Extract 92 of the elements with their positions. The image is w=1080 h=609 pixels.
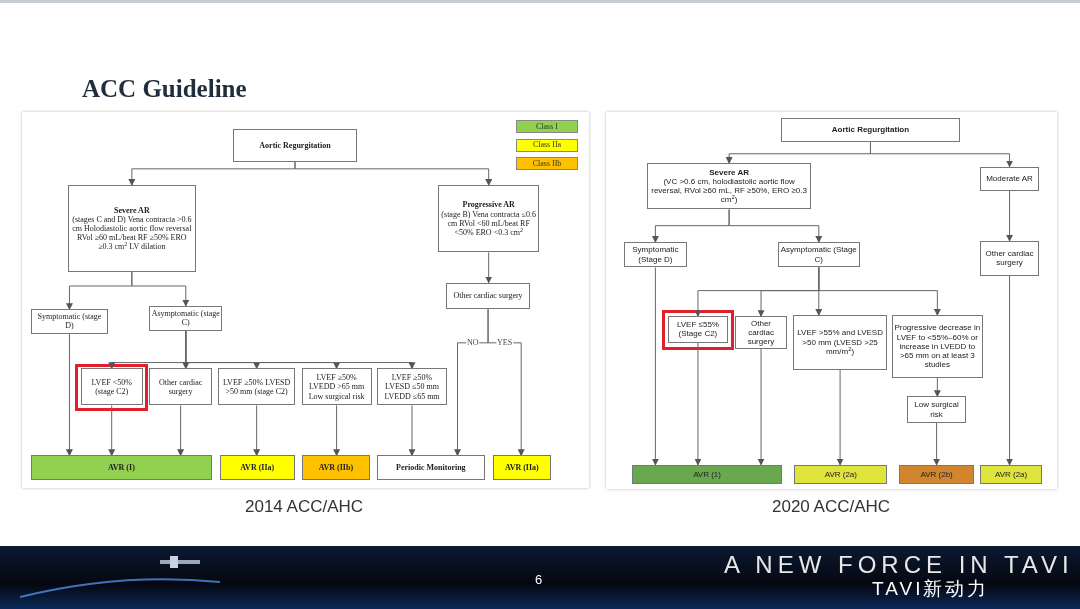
box-text: AVR (2a) xyxy=(824,469,857,480)
slogan-text: A NEW FORCE IN TAVI xyxy=(724,551,1074,579)
process-box xyxy=(301,368,372,406)
arrow xyxy=(818,266,941,316)
box-text: Other cardiac surgery xyxy=(453,291,523,301)
box-text: Aortic Regurgitation xyxy=(259,141,331,151)
process-box xyxy=(906,396,967,423)
arrow xyxy=(333,405,341,457)
process-box xyxy=(31,309,108,334)
process-box xyxy=(624,241,687,268)
legend-item: Class IIb xyxy=(516,157,578,171)
box-text: AVR (1) xyxy=(693,469,721,480)
edge-label: NO xyxy=(466,338,480,347)
box-text: LVEF ≤55% (Stage C2) xyxy=(675,320,720,339)
box-text: (VC >0.6 cm, holodiastolic aortic flow reversal, RVol ≥60 mL, RF ≥50%, ERO ≥0.3 cm$^{2}$) xyxy=(650,177,808,205)
arrow xyxy=(728,208,823,243)
arrow xyxy=(108,405,116,457)
process-box xyxy=(232,129,358,162)
box-text: Low surgical risk xyxy=(913,400,960,419)
figure-caption: 2014 ACC/AHC xyxy=(245,496,364,518)
process-box xyxy=(376,455,485,480)
box-text: LVEF ≥50% LVESD ≤50 mm LVEDD ≤65 mm xyxy=(383,373,441,401)
arrow xyxy=(487,308,525,457)
outcome-box xyxy=(31,455,212,480)
box-text: Severe AR xyxy=(114,205,150,215)
box-text: LVEF ≥50% LVEDD >65 mm Low surgical risk xyxy=(307,373,366,401)
outcome-box xyxy=(219,455,295,480)
slide-title: ACC Guideline xyxy=(82,74,247,104)
box-text: LVEF ≥50% LVESD >50 mm (stage C2) xyxy=(221,377,292,397)
arrow xyxy=(694,342,702,466)
box-text: Asymptomatic (Stage C) xyxy=(779,245,858,264)
arrow xyxy=(933,377,941,398)
box-text: LVEF >55% and LVESD >50 mm (LVESD >25 mm/m$^{2}$) xyxy=(796,328,884,357)
process-box xyxy=(891,315,983,378)
process-box xyxy=(780,117,961,143)
arrow xyxy=(131,271,190,307)
arrow xyxy=(1006,275,1014,466)
slogan-text: TAVI新动力 xyxy=(872,578,990,600)
box-text: Symptomatic (stage D) xyxy=(36,312,103,331)
box-text: Progressive AR xyxy=(462,200,515,210)
process-box xyxy=(668,316,728,343)
box-text: Asymptomatic (stage C) xyxy=(151,309,221,328)
process-box xyxy=(792,315,888,370)
box-text: Symptomatic (Stage D) xyxy=(631,245,680,264)
arrow xyxy=(485,251,493,284)
box-text: Other cardiac surgery xyxy=(746,318,776,347)
box-text: Other cardiac surgery xyxy=(157,377,204,397)
arrow xyxy=(253,405,261,457)
box-text: AVR (2b) xyxy=(920,469,953,480)
outcome-box xyxy=(492,455,552,480)
process-box xyxy=(445,282,531,310)
process-box xyxy=(67,185,197,273)
box-text: LVEF <50% (stage C2) xyxy=(90,377,133,397)
box-text: AVR (I) xyxy=(108,462,135,473)
box-text: AVR (2a) xyxy=(994,469,1028,480)
process-box xyxy=(647,163,812,210)
arrow xyxy=(177,405,185,457)
outcome-box xyxy=(899,464,974,485)
arrow xyxy=(933,422,941,466)
process-box xyxy=(80,368,143,406)
arrow xyxy=(294,161,493,187)
box-text: (stage B) Vena contracta ≤0.6 cm RVol <60 mL/beat RF <50% ERO <0.3 cm$^{2}$ xyxy=(440,209,537,238)
outcome-box xyxy=(301,455,371,480)
arrow xyxy=(651,266,659,466)
process-box xyxy=(979,240,1040,276)
process-box xyxy=(438,185,540,253)
edge-label: YES xyxy=(496,338,514,347)
box-text: AVR (IIa) xyxy=(504,462,539,473)
arrow xyxy=(1006,190,1014,242)
box-text: Severe AR xyxy=(709,167,749,178)
arrow xyxy=(408,405,416,457)
process-box xyxy=(218,368,295,406)
box-text: Aortic Regurgitation xyxy=(831,125,910,135)
arrow xyxy=(65,333,73,457)
arrow xyxy=(836,369,844,466)
process-box xyxy=(376,368,448,406)
process-box xyxy=(149,368,212,406)
arrow xyxy=(185,330,416,370)
arrow xyxy=(757,348,765,466)
figure-caption: 2020 ACC/AHC xyxy=(772,496,891,518)
box-text: Periodic Monitoring xyxy=(396,462,466,473)
outcome-box xyxy=(794,464,888,485)
box-text: AVR (IIa) xyxy=(240,462,275,473)
box-text: Moderate AR xyxy=(986,174,1033,184)
box-text: (stages C and D) Vena contracta >0.6 cm Holodiastolic aortic flow reversal RVol ≥60 mL/beat RF ≥50% ERO ≥0.3 cm$^{2}$ LV dilation xyxy=(71,214,193,252)
box-text: Other cardiac surgery xyxy=(984,248,1035,268)
process-box xyxy=(735,316,787,349)
box-text: AVR (IIb) xyxy=(318,462,354,473)
page-number: 6 xyxy=(535,571,543,589)
legend-item: Class I xyxy=(516,120,578,134)
arrow xyxy=(870,141,1014,168)
box-text: Progressive decrease in LVEF to <55%–60% or increase in LVEDD to >65 mm on at least 3 studies xyxy=(893,323,981,370)
